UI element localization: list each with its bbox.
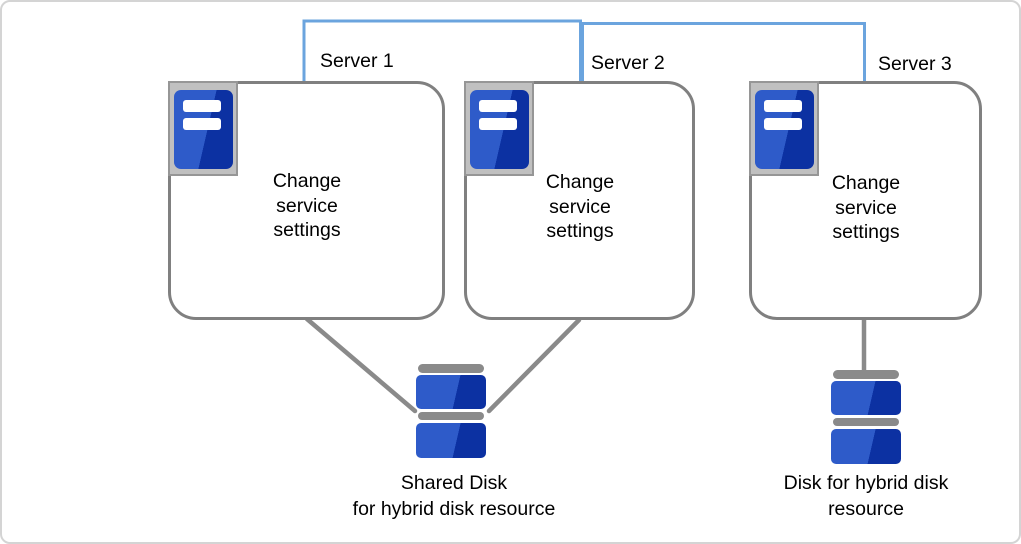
shared-disk-icon [416, 364, 486, 459]
connector-server1-shared-disk [304, 316, 418, 414]
server-icon [464, 81, 534, 176]
server1-label: Server 1 [320, 50, 394, 72]
server-slot-icon [183, 100, 221, 112]
disk-platter [831, 429, 901, 464]
server2-label: Server 2 [591, 52, 665, 74]
server-face [755, 90, 814, 169]
server-face [174, 90, 233, 169]
shared-disk-caption-line2: for hybrid disk resource [352, 497, 556, 520]
server-slot-icon [183, 118, 221, 130]
server3-label: Server 3 [878, 53, 952, 75]
server-face [470, 90, 529, 169]
lan-link-server1-server2 [302, 19, 582, 85]
hybrid-disk-caption-line1: Disk for hybrid disk [783, 472, 949, 494]
hybrid-disk-caption: Disk for hybrid disk resource [736, 471, 996, 522]
disk-platter [416, 375, 486, 409]
server-slot-icon [764, 100, 802, 112]
shared-disk-caption: Shared Disk for hybrid disk resource [294, 471, 614, 522]
server-slot-icon [764, 118, 802, 130]
server-slot-icon [479, 100, 517, 112]
disk-cap [833, 370, 899, 379]
server2-action-text: Change service settings [545, 171, 615, 242]
disk-cap [418, 412, 484, 420]
lan-link-server2-server3 [581, 22, 866, 85]
server-slot-icon [479, 118, 517, 130]
disk-platter [416, 423, 486, 458]
disk-platter [831, 381, 901, 415]
disk-cap [833, 418, 899, 426]
server-icon [749, 81, 819, 176]
server2-box [464, 81, 695, 320]
server-icon [168, 81, 238, 176]
connector-server2-shared-disk [486, 317, 582, 414]
shared-disk-caption-line1: Shared Disk [400, 472, 508, 494]
hybrid-disk-icon [831, 370, 901, 465]
server1-action-text: Change service settings [272, 170, 342, 241]
server3-action-text: Change service settings [831, 172, 901, 243]
hybrid-disk-caption-line2: resource [828, 497, 904, 520]
disk-cap [418, 364, 484, 373]
